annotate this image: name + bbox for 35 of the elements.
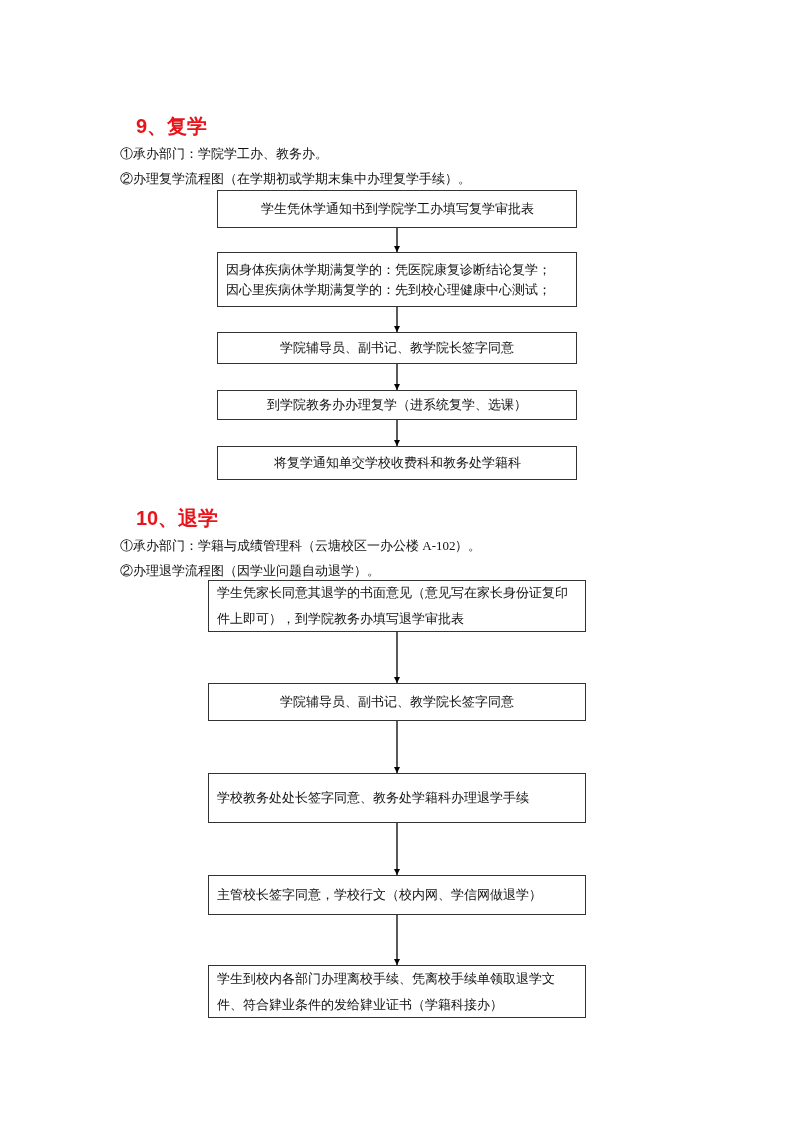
arrow bbox=[393, 306, 401, 333]
arrow bbox=[393, 419, 401, 447]
arrow bbox=[393, 227, 401, 253]
step-text: 学生凭休学通知书到学院学工办填写复学审批表 bbox=[260, 200, 534, 218]
process-box bbox=[208, 683, 586, 721]
arrow bbox=[393, 822, 401, 876]
process-box bbox=[208, 773, 586, 823]
step-text: 主管校长签字同意，学校行文（校内网、学信网做退学） bbox=[217, 886, 543, 904]
step-text: 学院辅导员、副书记、教学院长签字同意 bbox=[280, 693, 514, 711]
step-text: 学生到校内各部门办理离校手续、凭离校手续单领取退学文件、符合肄业条件的发给肄业证书（学籍科接办） bbox=[217, 969, 556, 1014]
process-box bbox=[217, 252, 577, 307]
step-text: 因心里疾病休学期满复学的：先到校心理健康中心测试； bbox=[226, 280, 552, 299]
step-text: 到学院教务办办理复学（进系统复学、选课） bbox=[267, 396, 527, 414]
note-text: ①承办部门：学籍与成绩管理科（云塘校区一办公楼 A-102）。 bbox=[120, 537, 482, 555]
note-text: ②办理复学流程图（在学期初或学期末集中办理复学手续）。 bbox=[120, 170, 471, 188]
arrow bbox=[393, 631, 401, 684]
step-text: 将复学通知单交学校收费科和教务处学籍科 bbox=[273, 454, 521, 472]
process-box bbox=[217, 190, 577, 228]
process-box bbox=[217, 390, 577, 420]
step-text: 学生凭家长同意其退学的书面意见（意见写在家长身份证复印件上即可），到学院教务办填写退学审批表 bbox=[217, 584, 569, 628]
process-box bbox=[208, 875, 586, 915]
arrow bbox=[393, 363, 401, 391]
process-box bbox=[217, 446, 577, 480]
arrow bbox=[393, 720, 401, 774]
process-box bbox=[217, 332, 577, 364]
arrow bbox=[393, 914, 401, 966]
process-box bbox=[208, 580, 586, 632]
process-box bbox=[208, 965, 586, 1018]
step-text: 学院辅导员、副书记、教学院长签字同意 bbox=[280, 339, 514, 357]
step-text: 因身体疾病休学期满复学的：凭医院康复诊断结论复学； bbox=[226, 260, 552, 279]
section-heading: 9、复学 bbox=[136, 114, 208, 139]
step-text: 学校教务处处长签字同意、教务处学籍科办理退学手续 bbox=[217, 789, 530, 807]
note-text: ②办理退学流程图（因学业问题自动退学）。 bbox=[120, 562, 380, 580]
note-text: ①承办部门：学院学工办、教务办。 bbox=[120, 145, 328, 163]
section-heading: 10、退学 bbox=[136, 506, 219, 531]
